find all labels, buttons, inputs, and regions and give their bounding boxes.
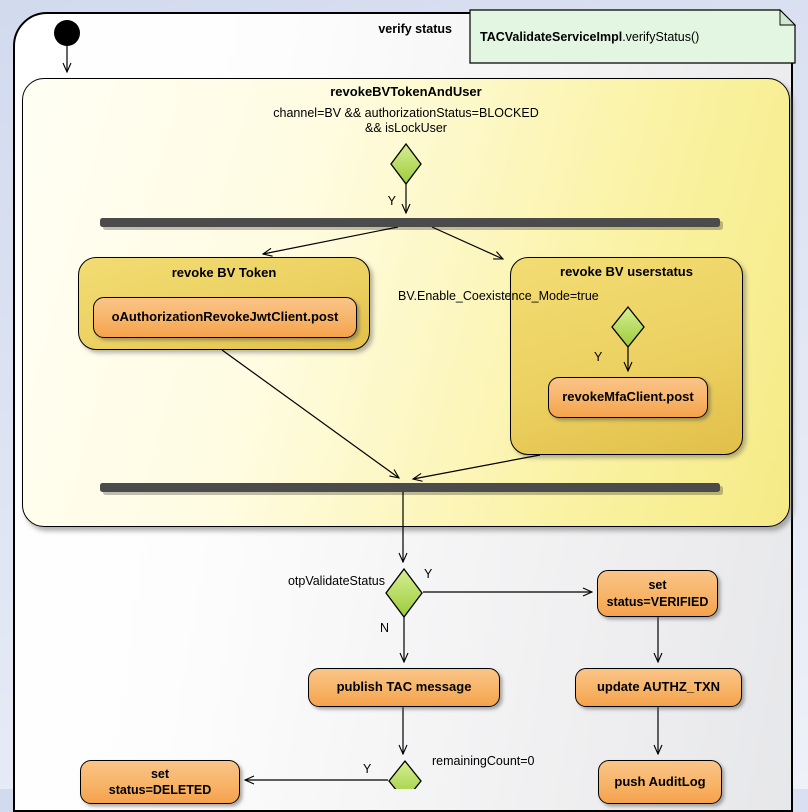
action-revoke-mfa-label: revokeMfaClient.post [562, 389, 694, 405]
remaining-decision-label: remainingCount=0 [432, 754, 535, 768]
note-text: TACValidateServiceImpl.verifyStatus() [480, 10, 788, 63]
action-publish-tac[interactable]: publish TAC message [308, 668, 500, 707]
note-class-name: TACValidateServiceImpl [480, 29, 623, 44]
remaining-yes-label: Y [363, 762, 372, 776]
update-authz-label: update AUTHZ_TXN [596, 679, 721, 695]
set-verified-line2: status=VERIFIED [606, 594, 709, 609]
push-auditlog-label: push AuditLog [614, 773, 706, 789]
group-condition-line2: && isLockUser [365, 121, 447, 135]
partition-label: verify status [378, 22, 452, 36]
set-verified-line1: set [648, 578, 667, 593]
action-revoke-jwt[interactable]: oAuthorizationRevokeJwtClient.post [93, 297, 357, 338]
otp-yes-label: Y [424, 567, 433, 581]
publish-tac-label: publish TAC message [336, 679, 472, 695]
action-revoke-jwt-label: oAuthorizationRevokeJwtClient.post [111, 309, 339, 325]
guard-yes-label-1: Y [387, 194, 396, 208]
action-update-authz[interactable]: update AUTHZ_TXN [575, 668, 742, 707]
coexistence-condition-label: BV.Enable_Coexistence_Mode=true [398, 289, 599, 303]
note-method-name: .verifyStatus() [622, 29, 700, 44]
group-condition-line1: channel=BV && authorizationStatus=BLOCKE… [273, 106, 539, 120]
action-set-verified[interactable]: set status=VERIFIED [597, 570, 718, 617]
revoke-bv-userstatus-branch[interactable] [510, 257, 743, 455]
action-push-auditlog[interactable]: push AuditLog [598, 760, 722, 804]
otp-decision-label: otpValidateStatus [287, 574, 385, 588]
guard-yes-label-2: Y [594, 350, 603, 364]
action-set-deleted[interactable]: set status=DELETED [80, 760, 240, 804]
token-branch-title: revoke BV Token [171, 265, 277, 280]
set-deleted-line1: set [150, 766, 170, 781]
otp-no-label: N [380, 621, 390, 635]
userstatus-branch-title: revoke BV userstatus [560, 264, 693, 279]
group-title: revokeBVTokenAndUser [330, 84, 482, 99]
set-deleted-line2: status=DELETED [108, 783, 212, 797]
action-revoke-mfa[interactable]: revokeMfaClient.post [548, 377, 708, 418]
